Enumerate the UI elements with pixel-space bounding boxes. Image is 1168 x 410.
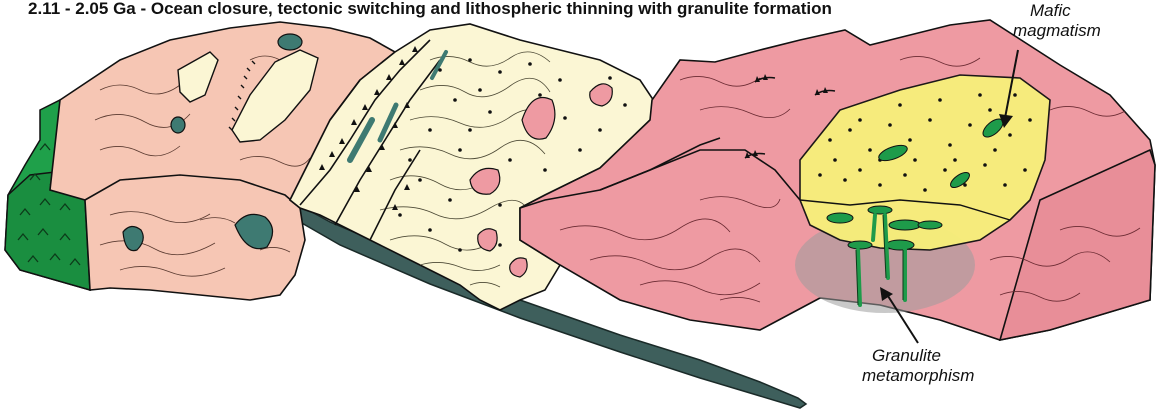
granulite-metamorphism-label: Granulite bbox=[872, 346, 941, 365]
granitoid-pod bbox=[478, 229, 497, 251]
mafic-intrusion bbox=[868, 206, 892, 214]
mafic-intrusion bbox=[848, 241, 872, 249]
mafic-intrusion bbox=[827, 213, 853, 223]
mafic-intrusion bbox=[918, 221, 942, 229]
mafic-intrusion bbox=[886, 240, 914, 250]
mafic-pod bbox=[171, 117, 185, 133]
granulite-metamorphism-label: metamorphism bbox=[862, 366, 974, 385]
diagram-title: 2.11 - 2.05 Ga - Ocean closure, tectonic… bbox=[28, 0, 832, 18]
mafic-magmatism-label: magmatism bbox=[1013, 21, 1101, 40]
mafic-pod bbox=[278, 34, 302, 50]
mafic-magmatism-label: Mafic bbox=[1030, 1, 1071, 20]
mafic-intrusion bbox=[889, 220, 921, 230]
